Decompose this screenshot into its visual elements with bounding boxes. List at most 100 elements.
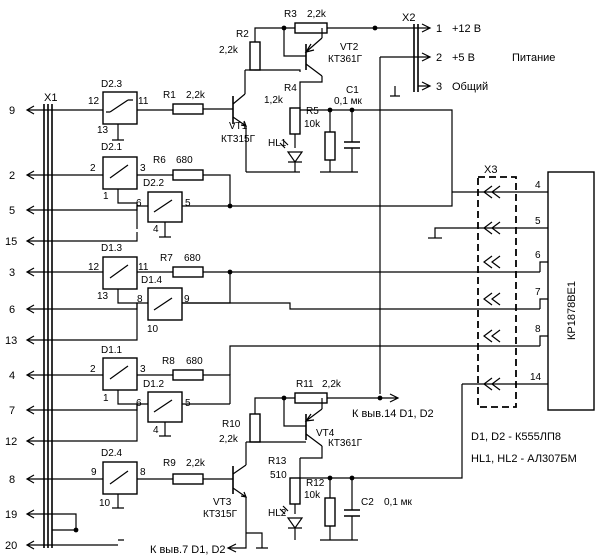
svg-text:5: 5 — [9, 205, 15, 217]
svg-text:2,2k: 2,2k — [219, 434, 239, 445]
svg-text:R2: R2 — [236, 29, 249, 40]
x1-pin-5: 5 — [9, 205, 52, 217]
x1-pin-4: 4 — [9, 370, 52, 382]
svg-text:КТ361Г: КТ361Г — [328, 54, 363, 65]
svg-text:19: 19 — [5, 509, 17, 521]
svg-text:VT3: VT3 — [213, 497, 232, 508]
svg-text:D1.3: D1.3 — [101, 243, 123, 254]
svg-text:5: 5 — [535, 216, 541, 227]
gate-d1-2: D1.2 6 4 5 — [136, 379, 191, 436]
svg-text:10: 10 — [147, 324, 159, 335]
svg-text:3: 3 — [140, 163, 146, 174]
capacitor-c1: C1 0,1 мк — [334, 85, 363, 149]
svg-text:8: 8 — [9, 474, 15, 486]
x1-pins: 9 2 5 15 3 6 13 4 7 12 8 19 20 — [5, 105, 52, 552]
led-hl1: HL1 — [268, 138, 304, 164]
svg-text:R10: R10 — [222, 419, 241, 430]
svg-text:4: 4 — [535, 180, 541, 191]
x1-pin-6: 6 — [9, 304, 52, 316]
svg-text:R9: R9 — [163, 458, 176, 469]
resistor-r6: R6 680 — [153, 155, 204, 181]
gate-d2-2: D2.2 6 4 5 — [136, 178, 191, 235]
svg-text:7: 7 — [9, 405, 15, 417]
svg-text:1: 1 — [436, 23, 442, 35]
gate-d2-3: D2.3 12 13 11 — [88, 79, 149, 136]
resistor-r13: R13 510 — [268, 456, 301, 505]
svg-text:R1: R1 — [163, 90, 176, 101]
svg-text:2,2k: 2,2k — [322, 379, 342, 390]
svg-text:12: 12 — [88, 262, 100, 273]
transistor-vt4: VT4 КТ361Г — [304, 408, 363, 449]
svg-text:2,2k: 2,2k — [219, 45, 239, 56]
resistor-r10: R10 2,2k — [219, 413, 261, 445]
svg-text:+12 В: +12 В — [452, 23, 481, 35]
note-to-pin14: К выв.14 D1, D2 — [352, 408, 434, 420]
svg-text:8: 8 — [535, 324, 541, 335]
note-parts-d: D1, D2 - К555ЛП8 — [471, 431, 561, 443]
svg-text:КТ315Г: КТ315Г — [221, 134, 256, 145]
svg-text:0,1 мк: 0,1 мк — [334, 96, 363, 107]
svg-text:R11: R11 — [296, 379, 314, 390]
x1-pin-3: 3 — [9, 267, 52, 279]
svg-text:VT2: VT2 — [340, 42, 359, 53]
transistor-vt3: VT3 КТ315Г — [203, 464, 247, 520]
svg-text:D2.3: D2.3 — [101, 79, 123, 90]
svg-text:КТ361Г: КТ361Г — [328, 438, 363, 449]
svg-text:D2.4: D2.4 — [101, 448, 123, 459]
svg-text:12: 12 — [5, 436, 17, 448]
svg-text:+5 В: +5 В — [452, 52, 475, 64]
x3-contacts — [483, 185, 501, 391]
svg-text:R13: R13 — [268, 456, 287, 467]
svg-text:D1.2: D1.2 — [143, 379, 165, 390]
svg-text:VT1: VT1 — [229, 121, 248, 132]
svg-text:2: 2 — [90, 364, 96, 375]
resistor-r4: R4 1,2k — [264, 83, 301, 135]
svg-text:D1.1: D1.1 — [101, 345, 123, 356]
svg-text:2: 2 — [90, 163, 96, 174]
resistor-r2: R2 2,2k — [219, 29, 261, 71]
svg-text:0,1 мк: 0,1 мк — [384, 497, 413, 508]
svg-text:1: 1 — [103, 393, 109, 404]
svg-text:3: 3 — [9, 267, 15, 279]
resistor-r8: R8 680 — [162, 356, 204, 381]
svg-text:R6: R6 — [153, 155, 166, 166]
transistor-vt2: VT2 КТ361Г — [304, 37, 363, 77]
svg-text:D2.2: D2.2 — [143, 178, 165, 189]
svg-text:4: 4 — [9, 370, 15, 382]
svg-text:Питание: Питание — [512, 52, 555, 64]
svg-text:10k: 10k — [304, 119, 321, 130]
svg-text:510: 510 — [270, 470, 287, 481]
svg-text:R7: R7 — [160, 253, 173, 264]
svg-text:4: 4 — [153, 224, 159, 235]
svg-text:680: 680 — [184, 253, 201, 264]
gate-d1-4: D1.4 8 10 9 — [137, 275, 190, 335]
gate-d2-4: D2.4 9 10 8 — [91, 448, 146, 509]
transistor-vt1: VT1 КТ315Г — [221, 93, 256, 145]
x1-pin-15: 15 — [5, 236, 52, 248]
svg-text:9: 9 — [9, 105, 15, 117]
note-parts-hl: HL1, HL2 - АЛ307БМ — [471, 453, 577, 465]
x1-pin-9: 9 — [9, 105, 52, 117]
svg-text:11: 11 — [138, 262, 149, 273]
svg-text:R4: R4 — [284, 83, 297, 94]
x1-label: X1 — [44, 92, 57, 104]
svg-text:20: 20 — [5, 540, 17, 552]
svg-text:8: 8 — [137, 294, 143, 305]
gate-d1-1: D1.1 2 1 3 — [90, 345, 146, 404]
svg-text:8: 8 — [140, 467, 146, 478]
svg-text:2,2k: 2,2k — [186, 90, 206, 101]
x1-pin-2: 2 — [9, 170, 52, 182]
svg-text:4: 4 — [153, 425, 159, 436]
x1-pin-7: 7 — [9, 405, 52, 417]
svg-text:X3: X3 — [484, 164, 497, 176]
svg-text:VT4: VT4 — [316, 428, 335, 439]
svg-text:R5: R5 — [306, 106, 319, 117]
svg-text:12: 12 — [88, 96, 100, 107]
x2-connector: X2 1 +12 В 2 +5 В Питание 3 Общий — [375, 12, 555, 93]
svg-text:2,2k: 2,2k — [186, 458, 206, 469]
svg-text:КТ315Г: КТ315Г — [203, 509, 238, 520]
svg-text:6: 6 — [9, 304, 15, 316]
svg-text:D1.4: D1.4 — [141, 275, 163, 286]
svg-text:1: 1 — [103, 191, 109, 202]
